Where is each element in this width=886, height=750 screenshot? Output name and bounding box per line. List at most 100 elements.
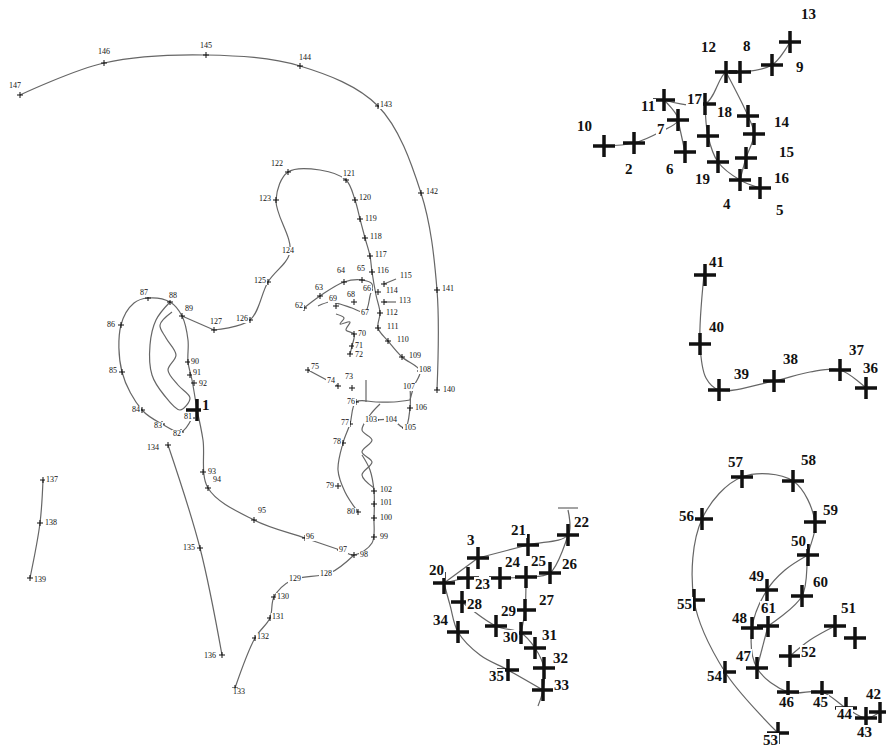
sketch-stroke bbox=[444, 558, 478, 583]
cross-marker bbox=[779, 645, 801, 667]
point-number: 64 bbox=[336, 267, 346, 275]
cross-bar bbox=[765, 579, 769, 601]
cross-bar bbox=[738, 169, 742, 191]
point-number: 59 bbox=[822, 503, 839, 518]
cross-marker bbox=[371, 515, 377, 521]
point-number: 76 bbox=[346, 398, 356, 406]
point-number: 17 bbox=[686, 92, 703, 107]
cross-marker bbox=[667, 109, 689, 131]
cross-marker bbox=[829, 359, 851, 381]
point-number: 39 bbox=[733, 367, 750, 382]
cross-bar bbox=[766, 615, 770, 637]
point-number: 1 bbox=[201, 398, 211, 413]
cross-marker bbox=[335, 483, 341, 489]
cross-bar bbox=[355, 197, 356, 203]
cross-bar bbox=[380, 310, 381, 316]
sketch-stroke bbox=[478, 510, 570, 558]
cross-bar bbox=[378, 289, 379, 295]
cross-marker bbox=[708, 379, 730, 401]
point-number: 13 bbox=[800, 7, 817, 22]
point-number: 135 bbox=[182, 544, 196, 552]
point-number: 9 bbox=[795, 60, 805, 75]
cross-bar bbox=[456, 621, 460, 643]
cross-bar bbox=[717, 379, 721, 401]
cross-marker bbox=[855, 377, 877, 399]
cross-marker bbox=[623, 132, 645, 154]
cross-bar bbox=[878, 701, 882, 723]
cross-bar bbox=[421, 190, 422, 196]
cross-bar bbox=[362, 277, 363, 283]
cross-marker bbox=[369, 269, 375, 275]
point-number: 84 bbox=[131, 406, 141, 414]
point-number: 85 bbox=[108, 367, 118, 375]
point-number: 126 bbox=[235, 315, 249, 323]
point-number: 131 bbox=[271, 613, 285, 621]
point-number: 112 bbox=[385, 309, 399, 317]
cross-bar bbox=[758, 177, 762, 199]
point-number: 130 bbox=[276, 593, 290, 601]
cross-bar bbox=[344, 279, 345, 285]
cross-bar bbox=[476, 547, 480, 569]
cross-marker bbox=[844, 627, 866, 649]
cross-bar bbox=[716, 151, 720, 173]
point-number: 86 bbox=[106, 321, 116, 329]
point-number: 114 bbox=[385, 287, 399, 295]
sketch-stroke bbox=[235, 555, 354, 688]
cross-bar bbox=[519, 622, 523, 644]
cross-marker bbox=[653, 89, 675, 111]
point-number: 115 bbox=[399, 272, 413, 280]
point-number: 102 bbox=[379, 486, 393, 494]
cross-bar bbox=[384, 299, 385, 305]
point-number: 79 bbox=[325, 482, 335, 490]
cross-marker bbox=[371, 534, 377, 540]
cross-marker bbox=[297, 63, 303, 69]
cross-bar bbox=[788, 645, 792, 667]
cross-bar bbox=[662, 89, 666, 111]
point-number: 136 bbox=[203, 652, 217, 660]
cross-bar bbox=[698, 333, 702, 355]
cross-marker bbox=[532, 679, 554, 701]
cross-bar bbox=[336, 303, 337, 309]
point-number: 109 bbox=[408, 352, 422, 360]
point-number: 75 bbox=[310, 363, 320, 371]
cross-marker bbox=[37, 520, 43, 526]
cross-bar bbox=[506, 659, 510, 681]
cross-marker bbox=[341, 279, 347, 285]
point-number: 62 bbox=[294, 302, 304, 310]
cross-bar bbox=[350, 351, 351, 357]
point-number: 89 bbox=[184, 305, 194, 313]
point-number: 63 bbox=[314, 284, 324, 292]
point-number: 96 bbox=[305, 533, 315, 541]
cross-bar bbox=[869, 710, 886, 714]
cross-marker bbox=[689, 333, 711, 355]
point-number: 43 bbox=[856, 725, 873, 740]
point-number: 116 bbox=[376, 267, 390, 275]
cross-marker bbox=[191, 380, 197, 386]
point-number: 147 bbox=[8, 82, 22, 90]
cross-marker bbox=[367, 253, 373, 259]
point-number: 120 bbox=[358, 194, 372, 202]
point-number: 100 bbox=[379, 514, 393, 522]
cross-marker bbox=[467, 547, 489, 569]
point-number: 144 bbox=[298, 54, 312, 62]
cross-marker bbox=[381, 299, 387, 305]
cross-marker bbox=[735, 147, 757, 169]
cross-bar bbox=[43, 477, 44, 483]
point-number: 66 bbox=[362, 285, 372, 293]
cross-marker bbox=[375, 325, 381, 331]
point-number: 97 bbox=[338, 546, 348, 554]
point-number: 129 bbox=[288, 575, 302, 583]
point-number: 36 bbox=[862, 361, 879, 376]
point-number: 14 bbox=[773, 115, 790, 130]
point-number: 127 bbox=[209, 318, 223, 326]
cross-marker bbox=[179, 313, 185, 319]
cross-marker bbox=[757, 615, 779, 637]
point-number: 95 bbox=[257, 507, 267, 515]
sketch-stroke bbox=[119, 298, 197, 432]
point-number: 25 bbox=[530, 554, 547, 569]
cross-marker bbox=[273, 197, 279, 203]
cross-marker bbox=[333, 303, 339, 309]
cross-bar bbox=[494, 615, 498, 637]
cross-bar bbox=[700, 508, 704, 530]
